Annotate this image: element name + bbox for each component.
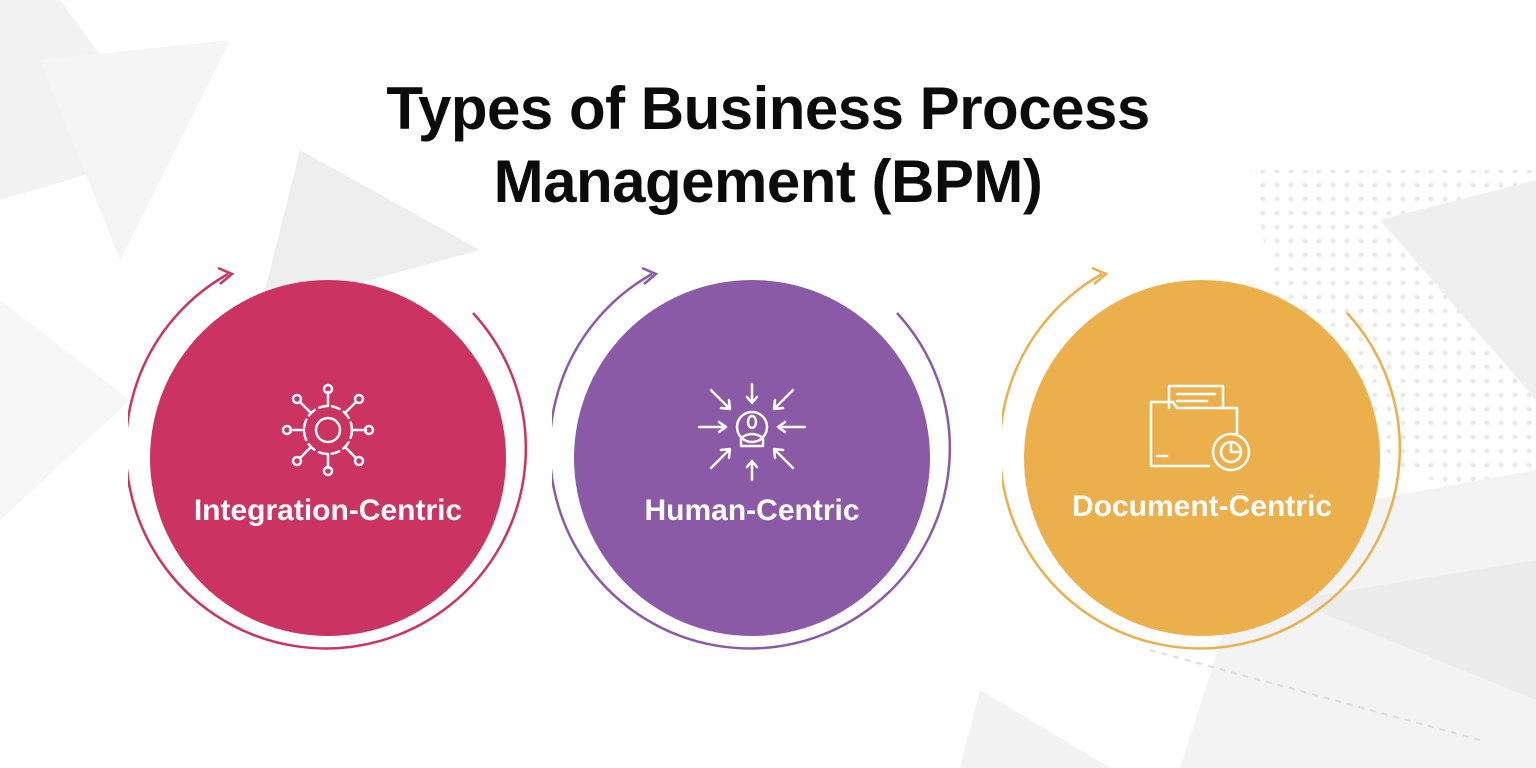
cycle-ring (552, 266, 952, 650)
bpm-type-integration: Integration-Centric (128, 258, 548, 678)
circle-disc: Document-Centric (1024, 280, 1380, 636)
bpm-type-document: Document-Centric (1002, 258, 1422, 678)
bpm-type-label: Document-Centric (1071, 490, 1333, 523)
bpm-type-label: Human-Centric (644, 494, 860, 527)
circle-disc: Human-Centric (574, 280, 930, 636)
title-line-2: Management (BPM) (493, 148, 1043, 215)
folder-chart-icon (1149, 384, 1251, 472)
gear-network-icon (281, 383, 375, 477)
bpm-type-human: Human-Centric (552, 258, 972, 678)
bpm-type-label: Integration-Centric (193, 494, 463, 527)
cycle-ring (128, 266, 528, 650)
page-title: Types of Business Process Management (BP… (0, 72, 1536, 218)
circle-disc: Integration-Centric (150, 280, 506, 636)
title-line-1: Types of Business Process (386, 75, 1150, 142)
cycle-ring (1002, 266, 1402, 650)
person-arrows-icon (697, 382, 807, 482)
